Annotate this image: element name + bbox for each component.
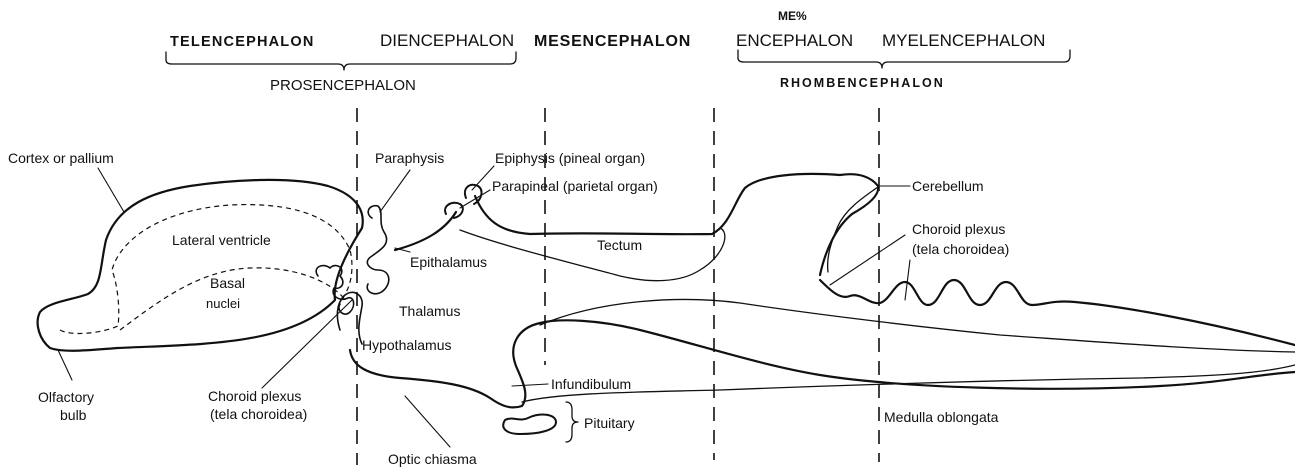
label-paraphysis: Paraphysis [375,150,444,166]
epiphysis-knob [465,185,482,204]
label-nuclei: nuclei [206,296,240,311]
leader-paraphysis [380,170,410,212]
label-epithalamus: Epithalamus [410,254,487,270]
label-rhombencephalon: RHOMBENCEPHALON [780,76,945,90]
label-optic-chiasma: Optic chiasma [388,451,477,467]
pituitary-shape [503,415,556,434]
leader-choroid-left [262,300,352,388]
leader-olfactory [58,350,72,380]
label-prosencephalon: PROSENCEPHALON [270,77,416,94]
label-bulb: bulb [60,407,87,423]
label-choroid-left-2: (tela choroidea) [210,406,307,422]
label-tectum: Tectum [597,237,642,253]
label-lateral-ventricle: Lateral ventricle [172,232,271,248]
label-choroid-right-2: (tela choroidea) [912,241,1009,257]
label-myelencephalon: MYELENCEPHALON [882,31,1045,50]
label-telencephalon: TELENCEPHALON [170,34,315,50]
leader-epiphysis [472,166,494,190]
brace-rhombencephalon [738,50,1070,68]
leader-choroid-right-b [905,260,910,300]
label-mesencephalon: MESENCEPHALON [534,33,691,50]
leader-infundibulum [512,384,548,386]
label-parapineal: Parapineal (parietal organ) [492,178,658,194]
brain-inner-lines [460,187,1295,402]
label-metencephalon-top: ME% [778,9,807,23]
label-thalamus: Thalamus [399,303,460,319]
leader-lines [58,166,910,447]
ventricle-line-upper [460,228,725,281]
label-cortex: Cortex or pallium [8,150,114,166]
label-choroid-left-1: Choroid plexus [208,388,301,404]
label-hypothalamus: Hypothalamus [362,337,452,353]
label-infundibulum: Infundibulum [551,376,631,392]
cerebellum-inner-line [828,187,878,272]
leader-cortex [98,168,124,212]
telencephalon-outline [38,180,363,351]
label-diencephalon: DIENCEPHALON [380,31,514,50]
medulla-inner-line [522,365,1295,402]
label-pituitary: Pituitary [584,415,635,431]
label-epiphysis: Epiphysis (pineal organ) [495,150,645,166]
label-basal: Basal [210,275,245,291]
label-medulla: Medulla oblongata [884,409,999,425]
brain-floor [350,320,1295,407]
brace-prosencephalon [166,52,516,70]
label-choroid-right-1: Choroid plexus [912,221,1005,237]
lateral-ventricle-outline [60,205,352,334]
label-cerebellum: Cerebellum [912,178,984,194]
brace-pituitary [566,402,578,442]
leader-optic-chiasma [405,396,450,447]
label-olfactory: Olfactory [38,389,94,405]
medulla-roof [820,280,1295,345]
leader-choroid-right-a [830,235,905,285]
ventricle-line-lower [540,299,1295,352]
label-metencephalon: ENCEPHALON [736,31,853,50]
